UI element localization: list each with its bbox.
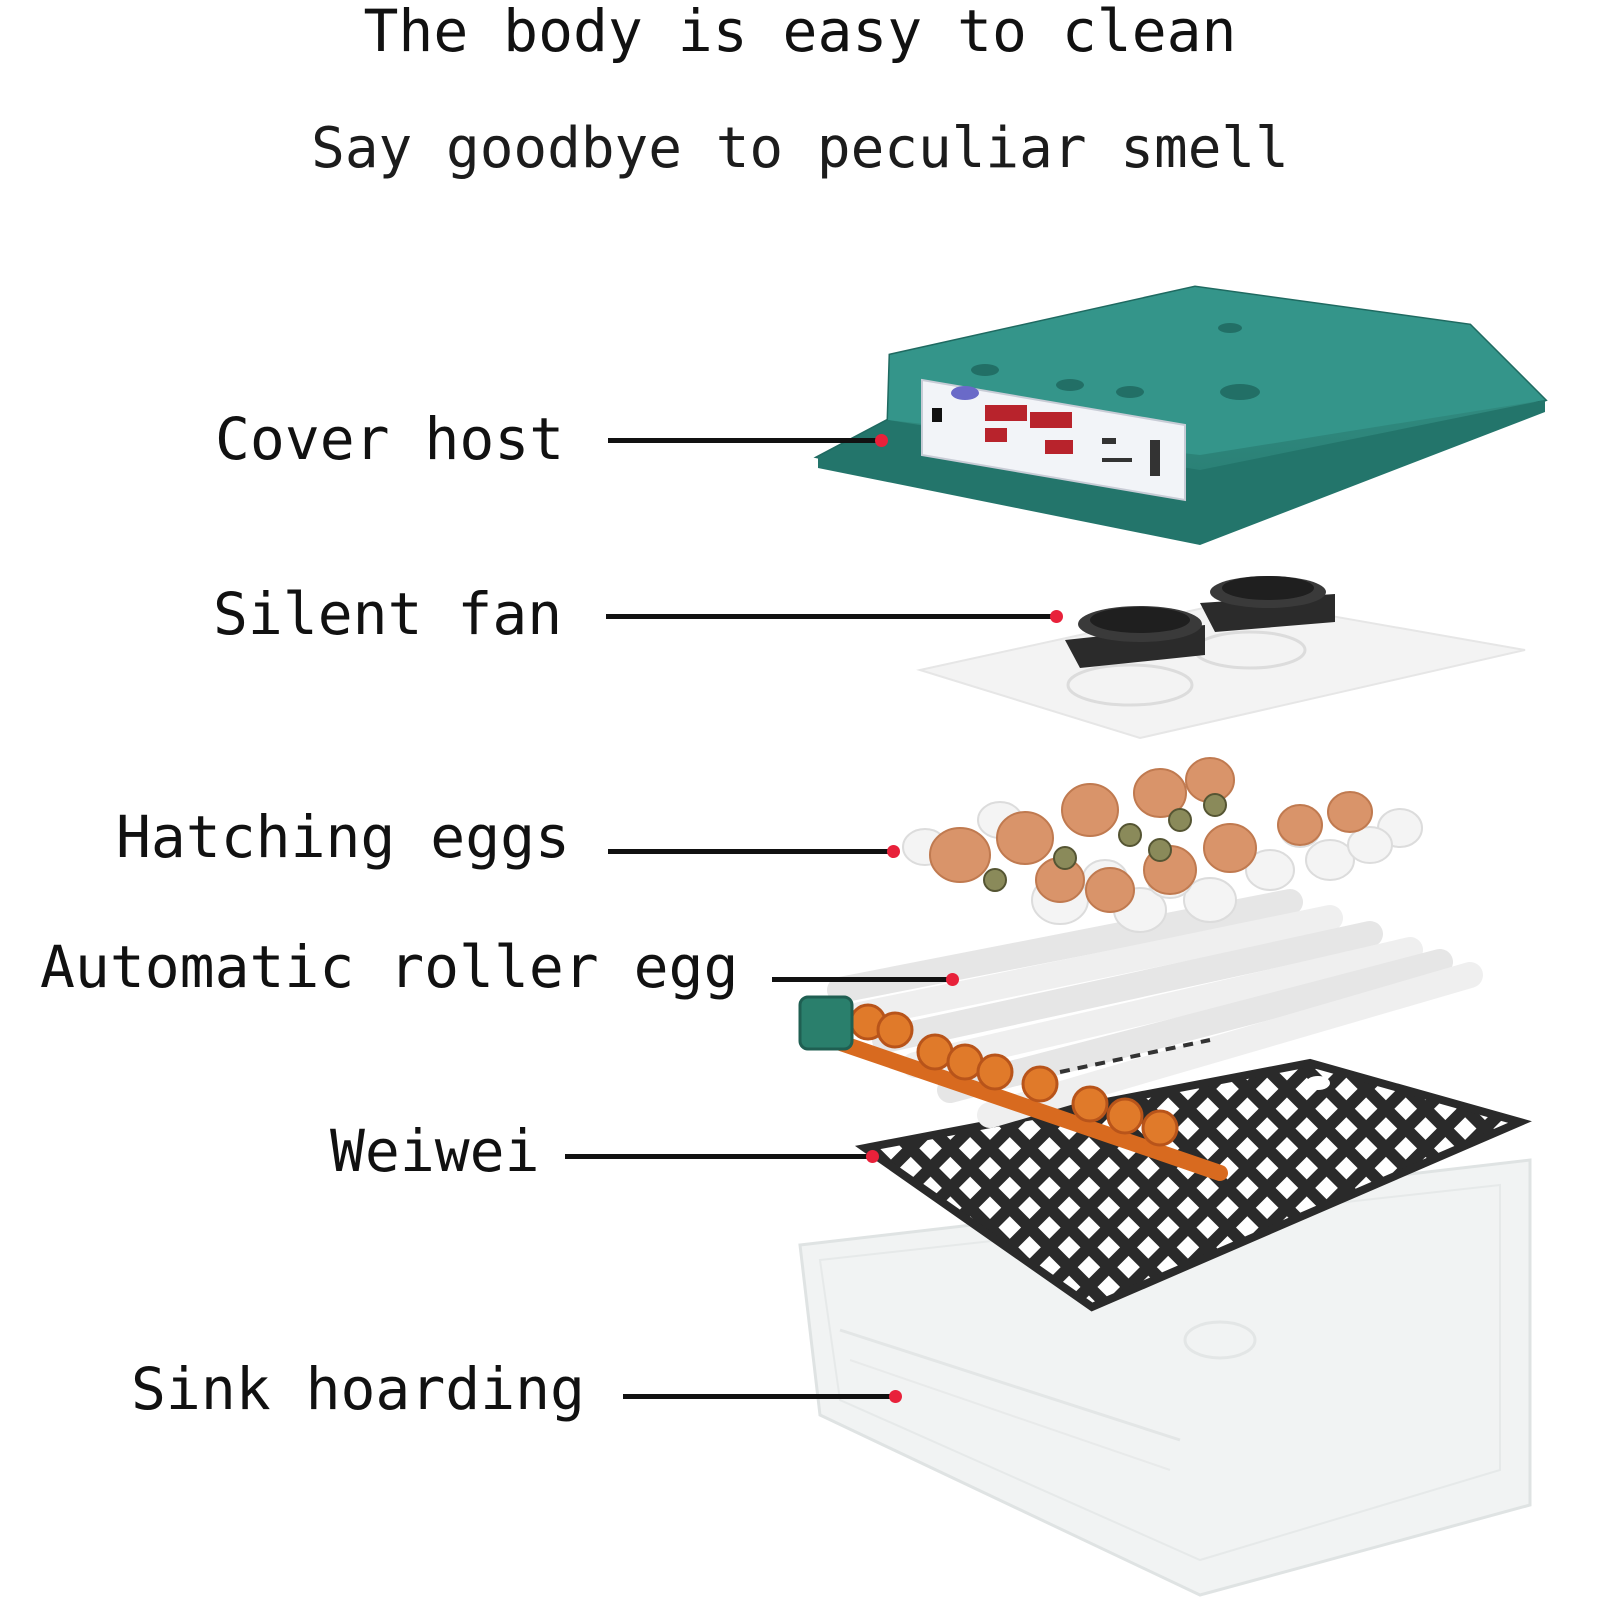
callout-dot-sink-hoarding [889, 1390, 902, 1403]
callout-dot-hatching-eggs [887, 845, 900, 858]
callout-label-hatching-eggs: Hatching eggs [116, 803, 570, 871]
callout-label-weiwei: Weiwei [330, 1117, 540, 1185]
callout-label-automatic-roller-egg: Automatic roller egg [40, 933, 739, 1001]
leader-line-hatching-eggs [608, 849, 893, 854]
callout-label-sink-hoarding: Sink hoarding [131, 1355, 585, 1423]
leader-line-cover-host [608, 438, 880, 443]
control-panel [921, 378, 1186, 502]
diagram-subtitle: Say goodbye to peculiar smell [311, 116, 1289, 181]
callout-dot-automatic-roller-egg [946, 973, 959, 986]
callout-label-silent-fan: Silent fan [213, 580, 563, 648]
callout-dot-silent-fan [1050, 610, 1063, 623]
callout-dot-cover-host [875, 434, 888, 447]
hatching-eggs-part [902, 757, 1423, 933]
leader-line-automatic-roller-egg [772, 977, 952, 982]
fan-unit-left [1065, 606, 1205, 668]
cover-host-part [813, 285, 1548, 545]
fan-unit-right [1200, 576, 1335, 632]
diagram-title: The body is easy to clean [363, 0, 1237, 65]
silent-fan-part [916, 576, 1526, 740]
leader-line-weiwei [565, 1154, 873, 1159]
weiwei-mesh-part [854, 1058, 1532, 1312]
callout-dot-weiwei [866, 1150, 879, 1163]
callout-label-cover-host: Cover host [215, 405, 565, 473]
leader-line-sink-hoarding [623, 1394, 895, 1399]
leader-line-silent-fan [606, 614, 1056, 619]
